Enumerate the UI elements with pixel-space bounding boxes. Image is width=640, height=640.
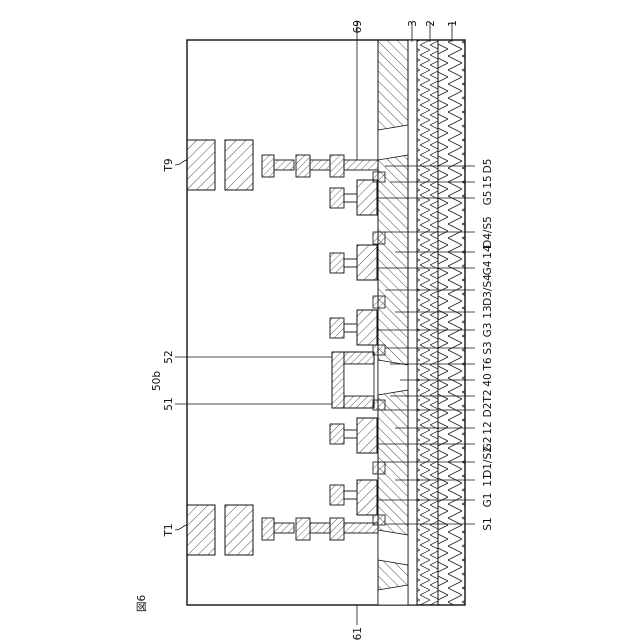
label-14: 14 (482, 245, 494, 259)
trench-top (378, 125, 408, 160)
label-T2: T2 (482, 389, 494, 403)
label-S1: S1 (482, 517, 494, 530)
label-61: 61 (352, 627, 364, 640)
gate-G2 (357, 418, 377, 453)
label-1: 1 (447, 20, 459, 27)
label-T1: T1 (163, 523, 175, 537)
layer-1 (438, 40, 465, 605)
figure-number: 図6 (136, 595, 148, 612)
substrate-layers (378, 40, 465, 605)
label-G1: G1 (482, 493, 494, 508)
label-52: 52 (163, 350, 175, 363)
label-T9: T9 (163, 158, 175, 172)
label-D5: D5 (482, 159, 494, 174)
label-T6: T6 (482, 357, 494, 371)
label-50b: 50b (151, 371, 163, 391)
label-D4S5: D4/S5 (482, 216, 494, 248)
label-3: 3 (407, 20, 419, 27)
label-G3: G3 (482, 323, 494, 338)
trench-bottom (378, 530, 408, 565)
via-chain-bottom (262, 518, 378, 540)
label-40: 40 (482, 373, 494, 386)
gate-G4 (357, 245, 377, 280)
pad-T1-inner (225, 505, 253, 555)
label-S3: S3 (482, 341, 494, 354)
label-G5: G5 (482, 191, 494, 206)
label-D3S4: D3/S4 (482, 274, 494, 306)
label-13: 13 (482, 305, 494, 318)
terminal-pads (187, 140, 253, 555)
layer-3 (408, 40, 417, 605)
pad-T9-outer (187, 140, 215, 190)
via-chain-top (262, 155, 378, 177)
gate-stacks (330, 180, 377, 515)
label-12: 12 (482, 421, 494, 434)
label-15: 15 (482, 175, 494, 188)
element-50b (332, 352, 374, 408)
label-D1S2: D1/S2 (482, 446, 494, 478)
label-G4: G4 (482, 260, 494, 275)
label-D2: D2 (482, 403, 494, 418)
gate-G5 (357, 180, 377, 215)
trench-mid (378, 360, 408, 395)
label-69: 69 (352, 20, 364, 33)
pad-T9-inner (225, 140, 253, 190)
label-2: 2 (425, 20, 437, 27)
gate-G1 (357, 480, 377, 515)
label-51: 51 (163, 397, 175, 410)
pad-T1-outer (187, 505, 215, 555)
label-11: 11 (482, 473, 494, 486)
gate-G3 (357, 310, 377, 345)
layer-2 (417, 40, 438, 605)
